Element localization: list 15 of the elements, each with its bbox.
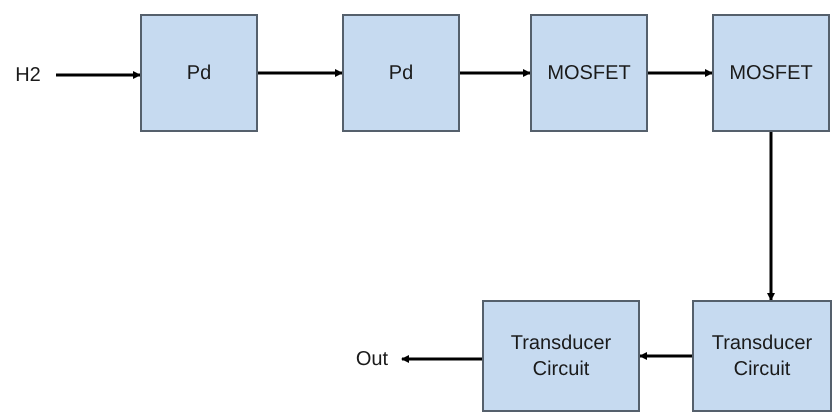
arrow bbox=[56, 71, 141, 79]
process-box: Transducer Circuit bbox=[482, 300, 640, 412]
process-box: Transducer Circuit bbox=[692, 300, 832, 412]
node-text: Out bbox=[350, 344, 394, 374]
process-box: Pd bbox=[140, 14, 258, 132]
arrow bbox=[258, 69, 343, 77]
process-box: MOSFET bbox=[530, 14, 648, 132]
arrow bbox=[460, 69, 531, 77]
arrow bbox=[401, 355, 482, 363]
arrow bbox=[767, 132, 775, 301]
node-text: H2 bbox=[8, 60, 48, 90]
arrow bbox=[639, 352, 692, 360]
arrow bbox=[648, 69, 713, 77]
process-box: Pd bbox=[342, 14, 460, 132]
process-box: MOSFET bbox=[712, 14, 830, 132]
